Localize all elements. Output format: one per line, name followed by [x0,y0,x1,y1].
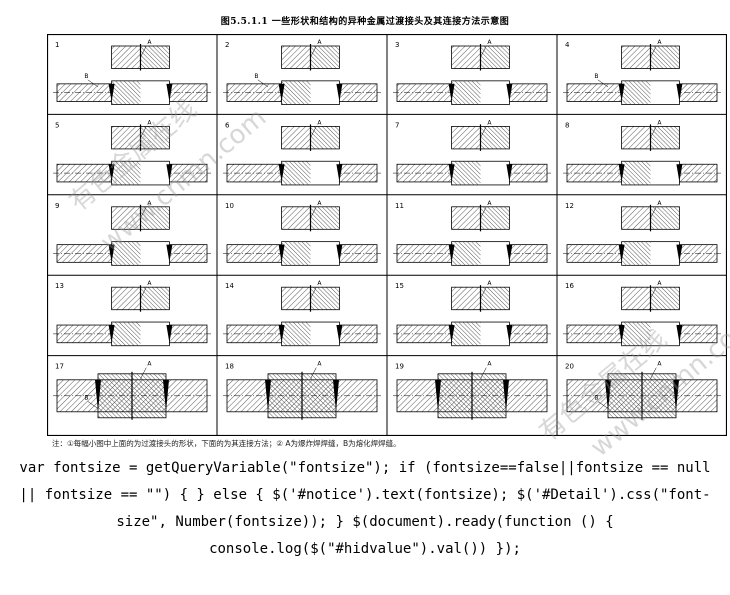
panel-number: 2 [225,41,229,49]
panel-number: 6 [225,121,230,129]
panel-number: 18 [225,363,234,371]
figure-note: 注：①每幅小图中上面的为过渡接头的形状，下面的为其连接方法；② A为爆炸焊焊缝，… [52,439,401,448]
weld-label-a: A [317,119,322,126]
panel-number: 12 [565,202,574,210]
panel-number: 16 [565,282,574,290]
panel-number: 1 [55,41,59,49]
weld-label-a: A [487,280,492,287]
weld-label-a: A [657,39,662,46]
panel-number: 11 [395,202,404,210]
panel-4: 4 A B [563,39,721,105]
panel-17: 17 A B [53,361,211,420]
panel-15: 15 A [393,280,551,347]
panel-number: 9 [55,202,59,210]
panel-18: 18 A [223,361,381,420]
weld-label-a: A [147,361,152,368]
panel-2: 2 A B [223,39,381,105]
weld-label-b: B [254,73,258,80]
weld-label-a: A [487,361,492,368]
panel-number: 8 [565,121,569,129]
weld-label-a: A [487,119,492,126]
weld-label-a: A [147,119,152,126]
panel-12: 12 A [563,200,721,266]
panel-16: 16 A [563,280,721,347]
code-text: var fontsize = getQueryVariable("fontsiz… [19,460,711,557]
panel-number: 19 [395,363,404,371]
weld-label-a: A [657,119,662,126]
panel-10: 10 A [223,200,381,266]
weld-label-b: B [84,73,88,80]
weld-label-a: A [657,200,662,207]
panel-20: 20 A B [563,361,721,420]
panel-1: 1 A B [53,39,211,105]
weld-label-b: B [594,394,598,401]
weld-label-a: A [657,361,662,368]
weld-label-a: A [317,39,322,46]
panel-number: 3 [395,41,399,49]
panel-number: 13 [55,282,64,290]
weld-label-a: A [147,280,152,287]
panel-number: 5 [55,121,59,129]
weld-label-a: A [487,39,492,46]
figure-title: 图5.5.1.1 一些形状和结构的异种金属过渡接头及其连接方法示意图 [220,17,510,27]
weld-label-a: A [487,200,492,207]
weld-label-b: B [594,73,598,80]
panel-number: 20 [565,363,574,371]
panel-number: 17 [55,363,64,371]
weld-label-a: A [317,280,322,287]
weld-label-a: A [317,200,322,207]
weld-label-a: A [147,39,152,46]
weld-label-b: B [84,394,88,401]
panel-13: 13 A [53,280,211,347]
weld-label-a: A [317,361,322,368]
weld-label-a: A [657,280,662,287]
panel-number: 15 [395,282,404,290]
weld-label-a: A [147,200,152,207]
panel-number: 4 [565,41,570,49]
panel-number: 10 [225,202,234,210]
panel-11: 11 A [393,200,551,266]
panel-number: 7 [395,121,399,129]
panel-19: 19 A [393,361,551,420]
panel-number: 14 [225,282,234,290]
panel-14: 14 A [223,280,381,347]
